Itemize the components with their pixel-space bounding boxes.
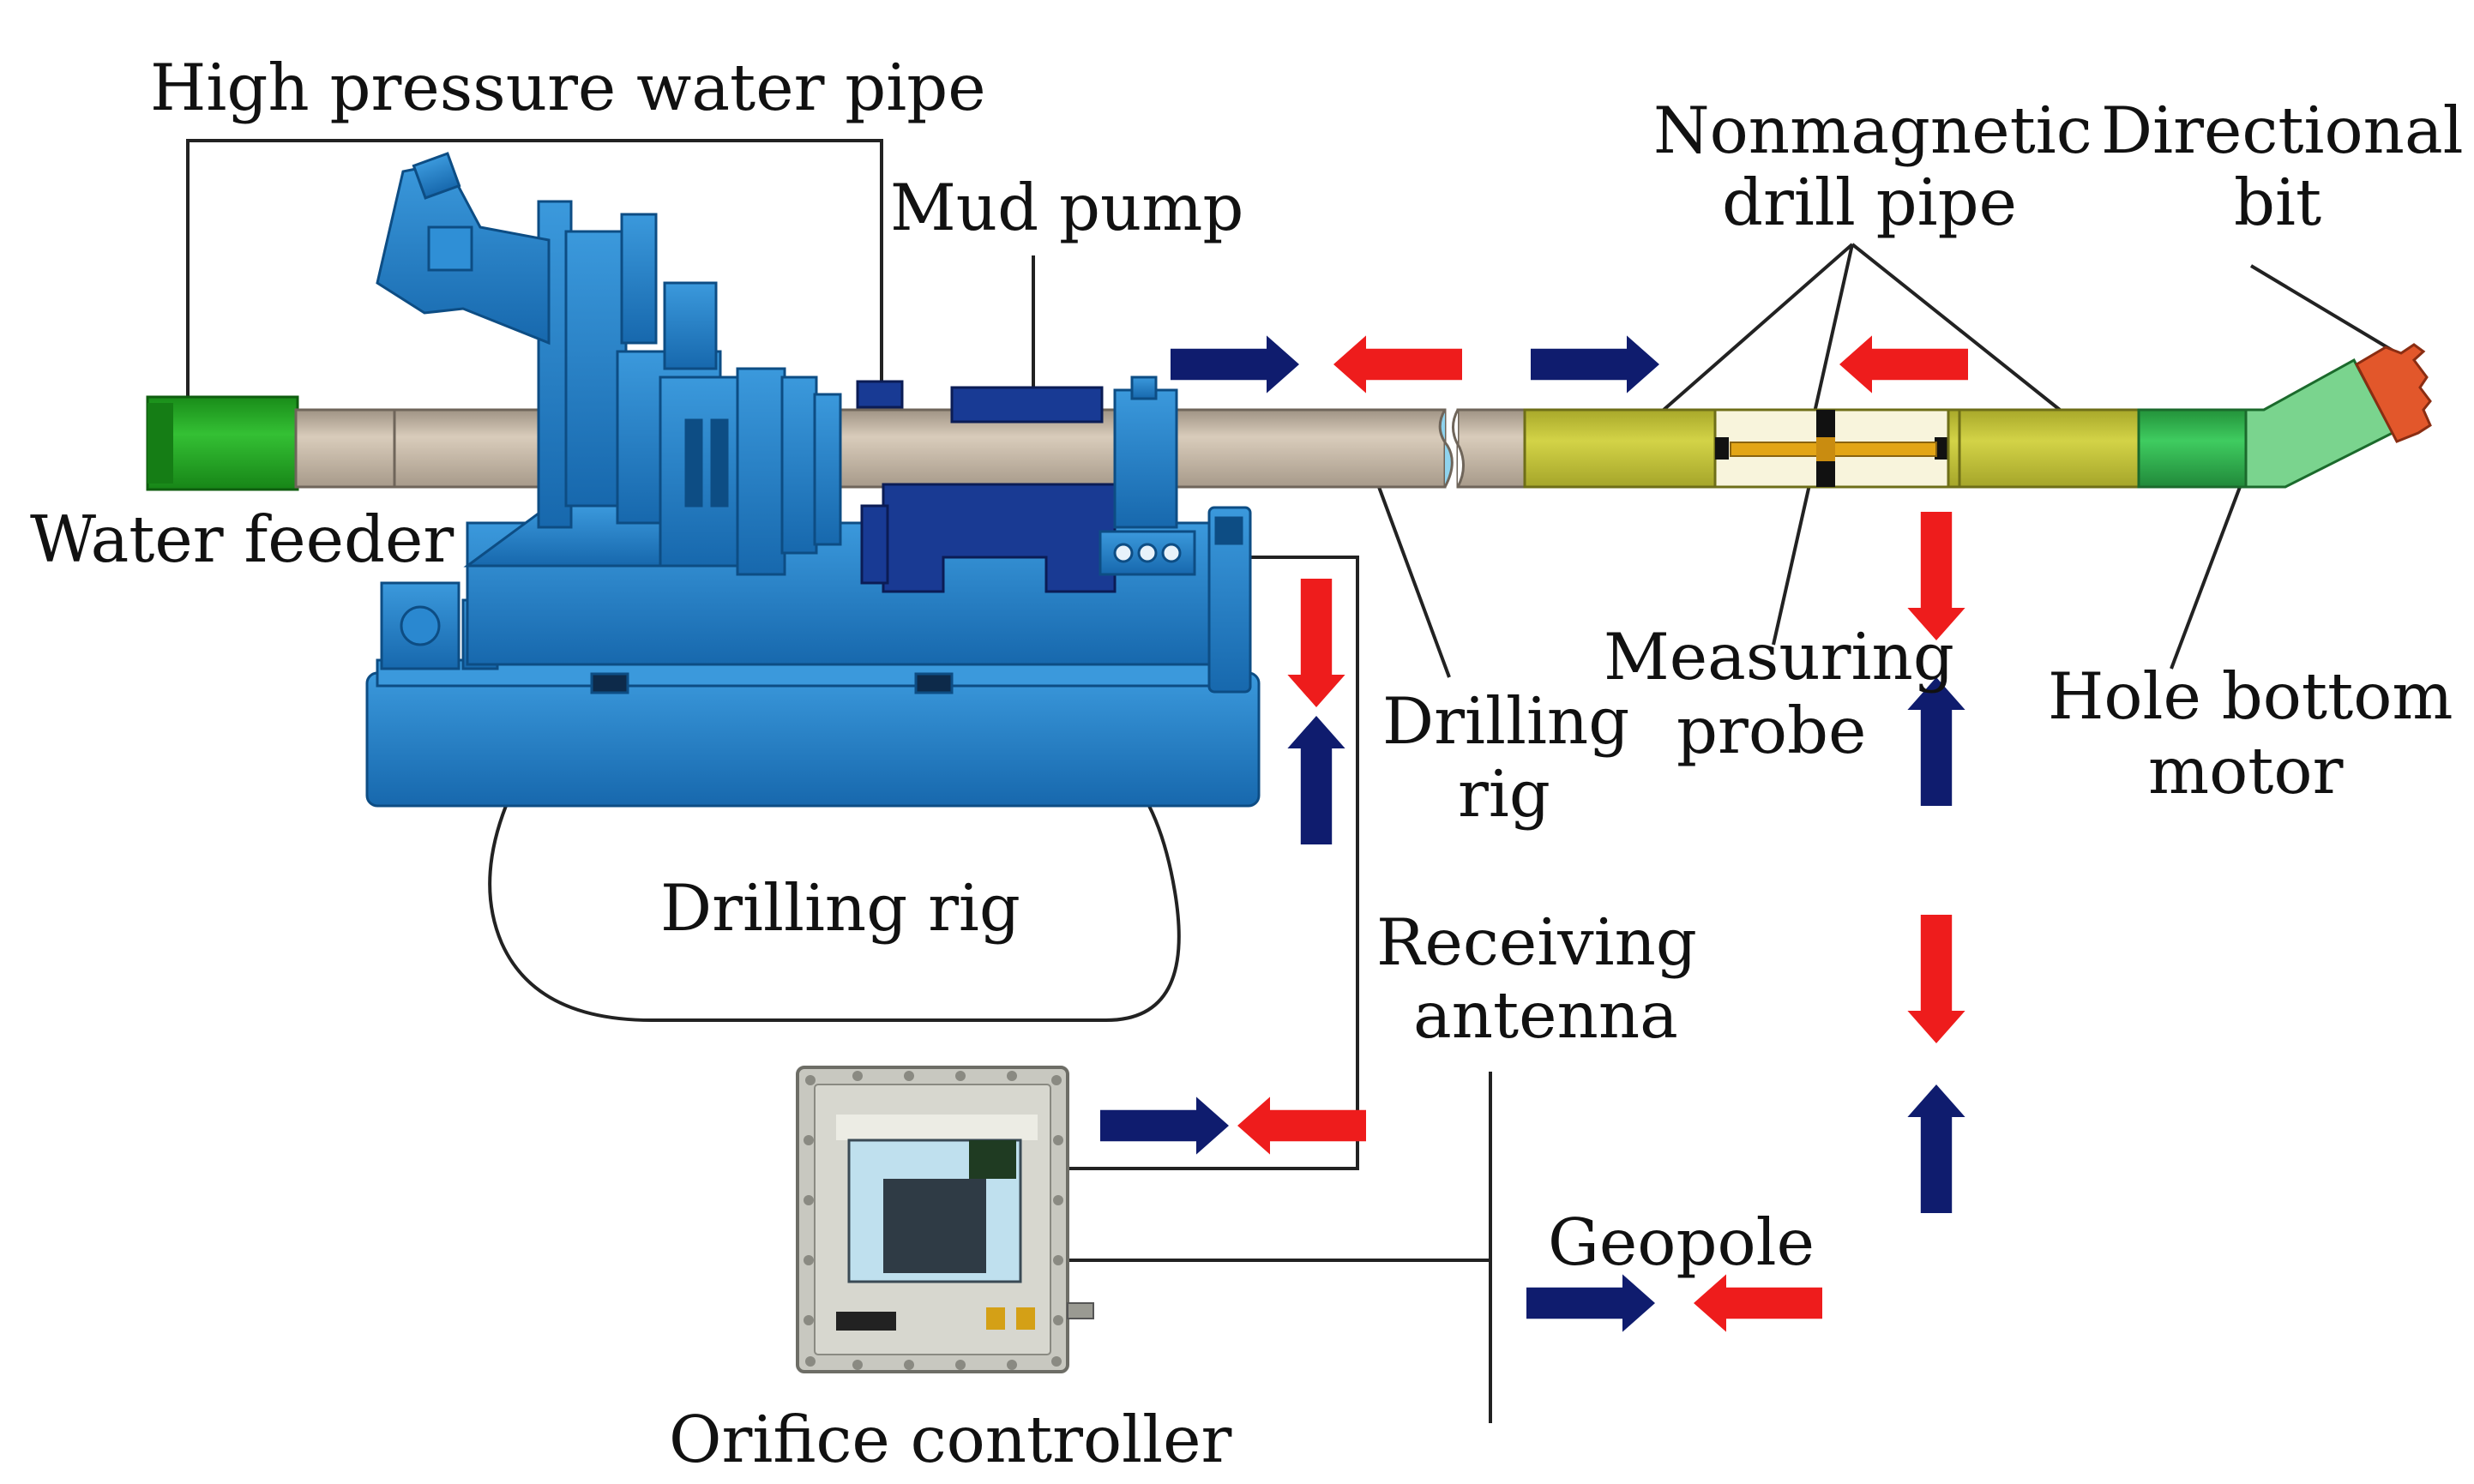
label-drilling-rig-pipe-line1: Drilling — [1382, 683, 1629, 759]
nonmagnetic-drill-pipe-left — [1523, 408, 1717, 489]
label-nonmagnetic-line2: drill pipe — [1722, 165, 2017, 240]
label-hole-bottom-line2: motor — [2148, 733, 2344, 808]
label-mud-pump: Mud pump — [890, 170, 1243, 245]
leader-lines — [186, 139, 2396, 1423]
drill-string — [146, 343, 2432, 491]
label-water-feeder: Water feeder — [30, 502, 454, 577]
arrow-controller-return — [1237, 1096, 1366, 1155]
label-measuring-line2: probe — [1676, 693, 1866, 768]
hole-bottom-motor-leader — [2170, 486, 2242, 670]
label-receiving-line2: antenna — [1413, 977, 1678, 1053]
arrow-pipe-forward-2 — [1531, 335, 1659, 394]
nonmagnetic-leader-1 — [1662, 243, 1854, 412]
nonmagnetic-leader-3 — [1851, 243, 2062, 412]
drill-pipe-left — [294, 408, 1447, 489]
label-directional-line2: bit — [2234, 165, 2321, 240]
arrow-probe-down — [1907, 512, 1965, 640]
label-high-pressure-water-pipe: High pressure water pipe — [150, 50, 986, 125]
label-drilling-rig-pipe-line2: rig — [1458, 756, 1550, 832]
receiving-antenna-cable — [1067, 556, 1359, 1170]
drilling-rig-outline — [488, 805, 1181, 1022]
arrow-probe-up-1 — [1907, 677, 1965, 806]
directional-bit — [2355, 343, 2432, 443]
mud-pump — [950, 386, 1104, 424]
water-pipe-bracket-line — [186, 139, 883, 399]
drilling-rig-machine — [365, 152, 1261, 808]
arrow-rig-up — [1287, 716, 1345, 844]
arrow-ground-up — [1907, 1084, 1965, 1213]
label-nonmagnetic-line1: Nonmagnetic — [1653, 93, 2092, 168]
arrow-ground-down — [1907, 915, 1965, 1043]
label-receiving-line1: Receiving — [1376, 904, 1697, 980]
drill-pipe-right — [1456, 408, 1526, 489]
label-hole-bottom-line1: Hole bottom — [2048, 658, 2453, 734]
drilling-rig-pipe-leader — [1377, 486, 1451, 678]
directional-bit-leader — [2249, 264, 2396, 353]
arrow-geopole-forward — [1526, 1274, 1655, 1332]
label-measuring-line1: Measuring — [1604, 619, 1954, 694]
hole-bottom-motor — [2137, 408, 2248, 489]
flow-arrows — [1100, 335, 1968, 1332]
label-geopole: Geopole — [1548, 1205, 1815, 1280]
arrow-pipe-forward-1 — [1171, 335, 1299, 394]
label-orifice-controller: Orifice controller — [669, 1402, 1232, 1477]
arrow-pipe-return-2 — [1839, 335, 1968, 394]
orifice-controller — [796, 1066, 1094, 1373]
arrow-pipe-return-1 — [1333, 335, 1462, 394]
label-directional-line1: Directional — [2101, 93, 2464, 168]
arrow-rig-down — [1287, 579, 1345, 707]
arrow-geopole-return — [1694, 1274, 1822, 1332]
nonmagnetic-drill-pipe-right — [1947, 408, 2140, 489]
label-drilling-rig: Drilling rig — [660, 870, 1020, 946]
labels: High pressure water pipe Mud pump Nonmag… — [30, 50, 2464, 1477]
arrow-controller-forward — [1100, 1096, 1229, 1155]
